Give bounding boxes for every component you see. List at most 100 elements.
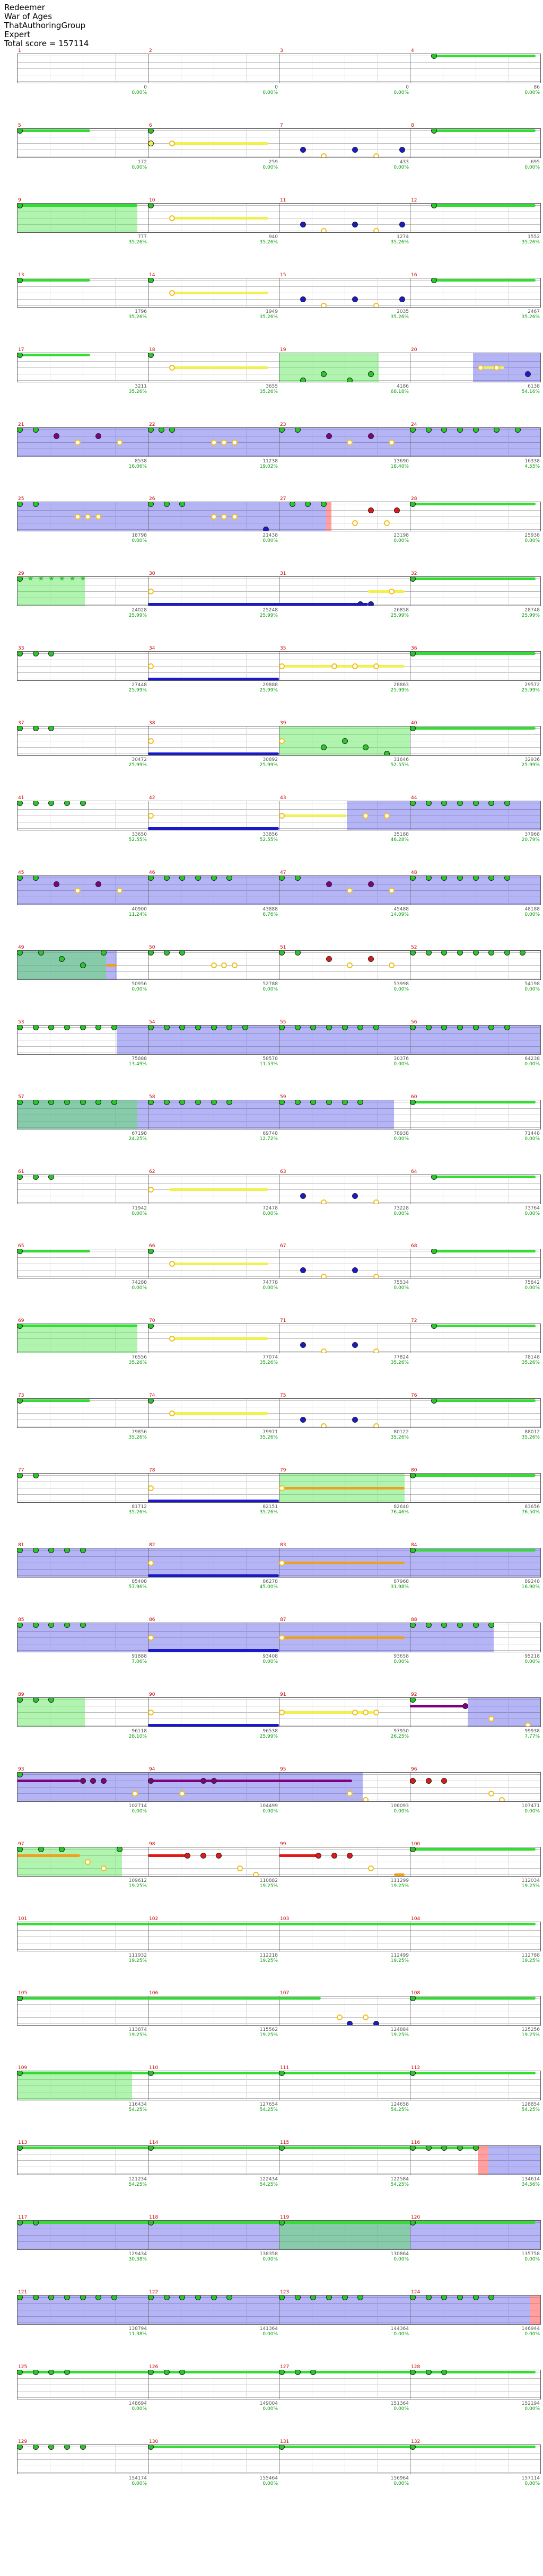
note-green [279,427,285,433]
note-blue [300,1267,306,1273]
note-green [357,1100,364,1105]
note-blue [300,1417,306,1423]
measure-number: 54 [149,1020,155,1025]
note-green [148,1324,154,1329]
solo-region [17,950,106,980]
sustain-bar-green [17,129,91,132]
note-green [410,2220,416,2225]
measure-score: 88012 [524,1430,540,1435]
open-note [389,440,395,445]
open-note [179,1791,186,1797]
measure-number: 87 [280,1617,286,1623]
note-purple [90,1778,97,1784]
measure-percent: 25.99% [521,763,540,768]
measure-number: 82 [149,1543,155,1548]
measure-strip [17,1847,541,1877]
measure-score: 149004 [259,2401,278,2406]
open-note [116,440,122,445]
beat-line [246,2071,247,2100]
measure-score: 32936 [524,757,540,763]
sustain-bar-green [17,2221,536,2224]
measure-number: 103 [280,1916,290,1922]
measure-number: 1 [18,48,21,54]
measure-number: 76 [411,1393,417,1398]
measure-percent: 11.24% [128,912,147,917]
measure-score: 81712 [132,1504,147,1510]
measure-number: 67 [280,1243,286,1249]
measure-score: 104499 [259,1803,278,1809]
measure-percent: 0.00% [262,1211,278,1216]
sustain-bar-green [410,1549,536,1552]
measure-number: 7 [280,123,283,128]
open-note [373,228,379,233]
measure-number: 81 [18,1543,24,1548]
measure-score: 2035 [397,309,409,314]
note-green [472,1623,479,1628]
measure-strip [17,1473,541,1503]
measure-number: 19 [280,347,286,353]
note-green [410,2295,416,2300]
measure-number: 8 [411,123,414,128]
measure-percent: 35.26% [521,1360,540,1365]
measure-percent: 0.00% [393,165,409,170]
note-blue [352,147,358,153]
note-green [457,1025,463,1030]
measure-strip [17,1175,541,1204]
measure-percent: 54.25% [128,2182,147,2187]
note-green [457,1623,463,1628]
sustain-bar-green [431,129,536,132]
note-green [17,2444,23,2450]
star-power-region [467,1697,541,1727]
note-green [441,950,448,956]
note-green [32,651,39,656]
beat-line [115,651,116,681]
beat-line [246,2295,247,2325]
beat-line [377,2295,378,2325]
open-note [383,520,390,526]
beat-line [115,1548,116,1578]
measure-percent: 0.00% [524,1211,540,1216]
measure-number: 113 [18,2140,28,2145]
star-power-region [488,2145,541,2175]
measure-number: 106 [149,1991,159,1996]
measure-number: 125 [18,2364,28,2370]
beat-line [115,427,116,457]
measure-score: 91888 [132,1654,147,1659]
beat-line [115,1398,116,1428]
beat-line [508,2145,509,2175]
measure-number: 123 [280,2290,290,2295]
measure-percent: 0.00% [262,2332,278,2337]
beat-line [377,726,378,756]
measure-score: 2467 [528,309,540,314]
open-note [232,962,238,968]
measure-percent: 0.00% [524,2481,540,2486]
measure-score: 30472 [132,757,147,763]
measure-score: 71448 [524,1131,540,1136]
open-note [74,514,81,520]
measure-percent: 19.02% [259,464,278,469]
note-green [425,875,432,881]
sustain-bar-orange [279,1487,405,1489]
beat-line [508,950,509,980]
note-green [32,2370,39,2375]
sustain-bar-yellow [169,142,269,145]
note-green [158,427,164,433]
open-note [221,514,227,520]
measure-number: 77 [18,1468,24,1473]
open-note [389,589,395,594]
measure-percent: 35.26% [390,1435,409,1440]
measure-number: 58 [149,1094,155,1100]
note-green [148,128,154,134]
note-green [163,2370,170,2375]
measure-score: 83656 [524,1504,540,1510]
note-green [195,875,201,881]
note-green [32,2295,39,2300]
note-green [357,1025,364,1030]
measure-percent: 0.00% [262,2406,278,2412]
sustain-bar-yellow [279,1711,373,1714]
